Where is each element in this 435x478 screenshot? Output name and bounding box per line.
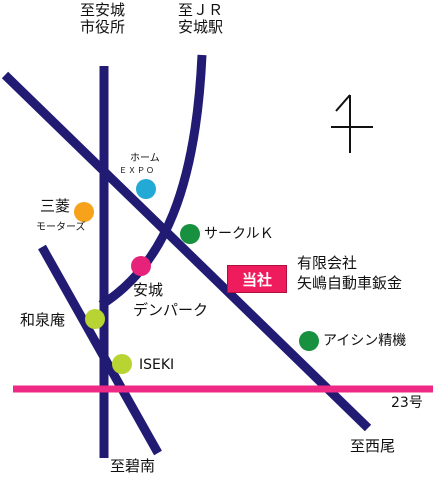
circle-k-dot-icon <box>180 224 200 244</box>
iseki-label: ISEKI <box>139 357 175 373</box>
mitsubishi-subtitle: モーターズ <box>36 222 86 233</box>
road-diagonal-main <box>1 71 372 432</box>
direction-hekinan: 至碧南 <box>110 457 156 475</box>
expo-title: ホーム <box>130 153 160 164</box>
aisin-label: アイシン精機 <box>323 333 407 349</box>
direction-nishio: 至西尾 <box>350 437 396 455</box>
anjo-denpark-label: 安城 デンパーク <box>133 281 209 320</box>
mitsubishi-dot-icon <box>74 202 94 222</box>
denpark-dot-icon <box>131 256 151 276</box>
aisin-dot-icon <box>299 331 319 351</box>
company-name: 有限会社 矢嶋自動車鈑金 <box>297 254 403 292</box>
mitsubishi-title: 三菱 <box>40 197 71 215</box>
road-diagonal-left <box>38 244 162 456</box>
road-curve-to-station <box>98 54 207 309</box>
route-23-label: 23号 <box>391 395 423 411</box>
waizumian-dot-icon <box>85 309 105 329</box>
circle-k-label: サークルＫ <box>204 226 274 242</box>
north-arrow-icon <box>331 94 373 153</box>
expo-subtitle: ＥＸＰＯ <box>119 166 155 175</box>
expo-dot-icon <box>136 179 156 199</box>
iseki-dot-icon <box>112 354 132 374</box>
direction-jr-anjo-station: 至ＪＲ 安城駅 <box>178 1 224 37</box>
direction-anjo-city-hall: 至安城 市役所 <box>80 1 126 37</box>
waizumian-label: 和泉庵 <box>20 311 66 329</box>
company-badge: 当社 <box>227 265 287 293</box>
